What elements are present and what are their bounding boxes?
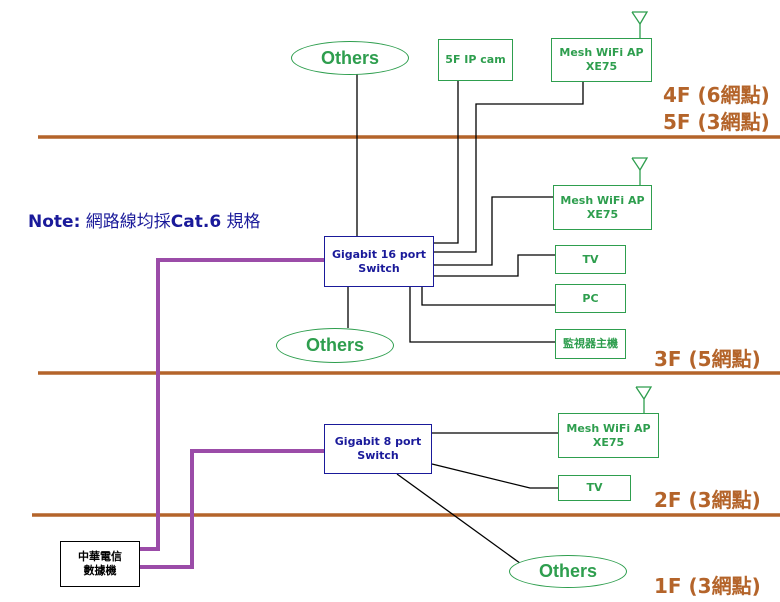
floor-label-5f: 5F (3網點) <box>663 110 770 134</box>
tv-3f: TV <box>555 245 626 274</box>
cable-ipcam <box>434 80 459 244</box>
note-suffix: 規格 <box>221 212 261 232</box>
antenna-icon <box>631 11 649 26</box>
floor-label-4f: 4F (6網點) <box>663 83 770 107</box>
tv-2f: TV <box>558 475 631 501</box>
floor-label-3f: 3F (5網點) <box>654 347 761 371</box>
cable-spec-note: Note: 網路線均採Cat.6 規格 <box>28 207 261 232</box>
cable-mesh-4f <box>434 82 584 253</box>
cable-others-1f <box>396 473 525 567</box>
floor-label-2f: 2F (3網點) <box>654 488 761 512</box>
antennas <box>631 11 653 413</box>
floor-label-1f: 1F (3網點) <box>654 574 761 598</box>
cable-tv-2f <box>431 463 558 489</box>
nvr-3f: 監視器主機 <box>555 329 626 359</box>
mesh-ap-2f: Mesh WiFi AP XE75 <box>558 413 659 458</box>
uplink-to-switch16 <box>140 258 325 551</box>
mesh-ap-3f: Mesh WiFi AP XE75 <box>553 185 652 230</box>
others-node-3f: Others <box>276 328 394 363</box>
note-spec: Cat.6 <box>170 212 222 232</box>
switch-16-port: Gigabit 16 port Switch <box>324 236 434 287</box>
others-node-4f: Others <box>291 41 409 75</box>
mesh-ap-4f: Mesh WiFi AP XE75 <box>551 38 652 82</box>
antenna-icon <box>631 157 649 172</box>
uplink-to-switch8 <box>140 449 325 569</box>
switch-8-port: Gigabit 8 port Switch <box>324 424 432 474</box>
pc-3f: PC <box>555 284 626 313</box>
uplink-cables <box>140 258 325 569</box>
cable-mesh-3f <box>434 196 553 266</box>
cable-nvr <box>409 287 555 343</box>
cable-pc <box>421 287 555 306</box>
lan-cables <box>347 74 584 567</box>
antenna-icon <box>635 386 653 401</box>
cable-tv-3f <box>434 254 555 277</box>
ip-cam-5f: 5F IP cam <box>438 39 513 81</box>
cht-modem: 中華電信 數據機 <box>60 541 140 587</box>
note-body: 網路線均採 <box>80 212 171 232</box>
others-node-1f: Others <box>509 555 627 588</box>
note-prefix: Note: <box>28 212 81 232</box>
